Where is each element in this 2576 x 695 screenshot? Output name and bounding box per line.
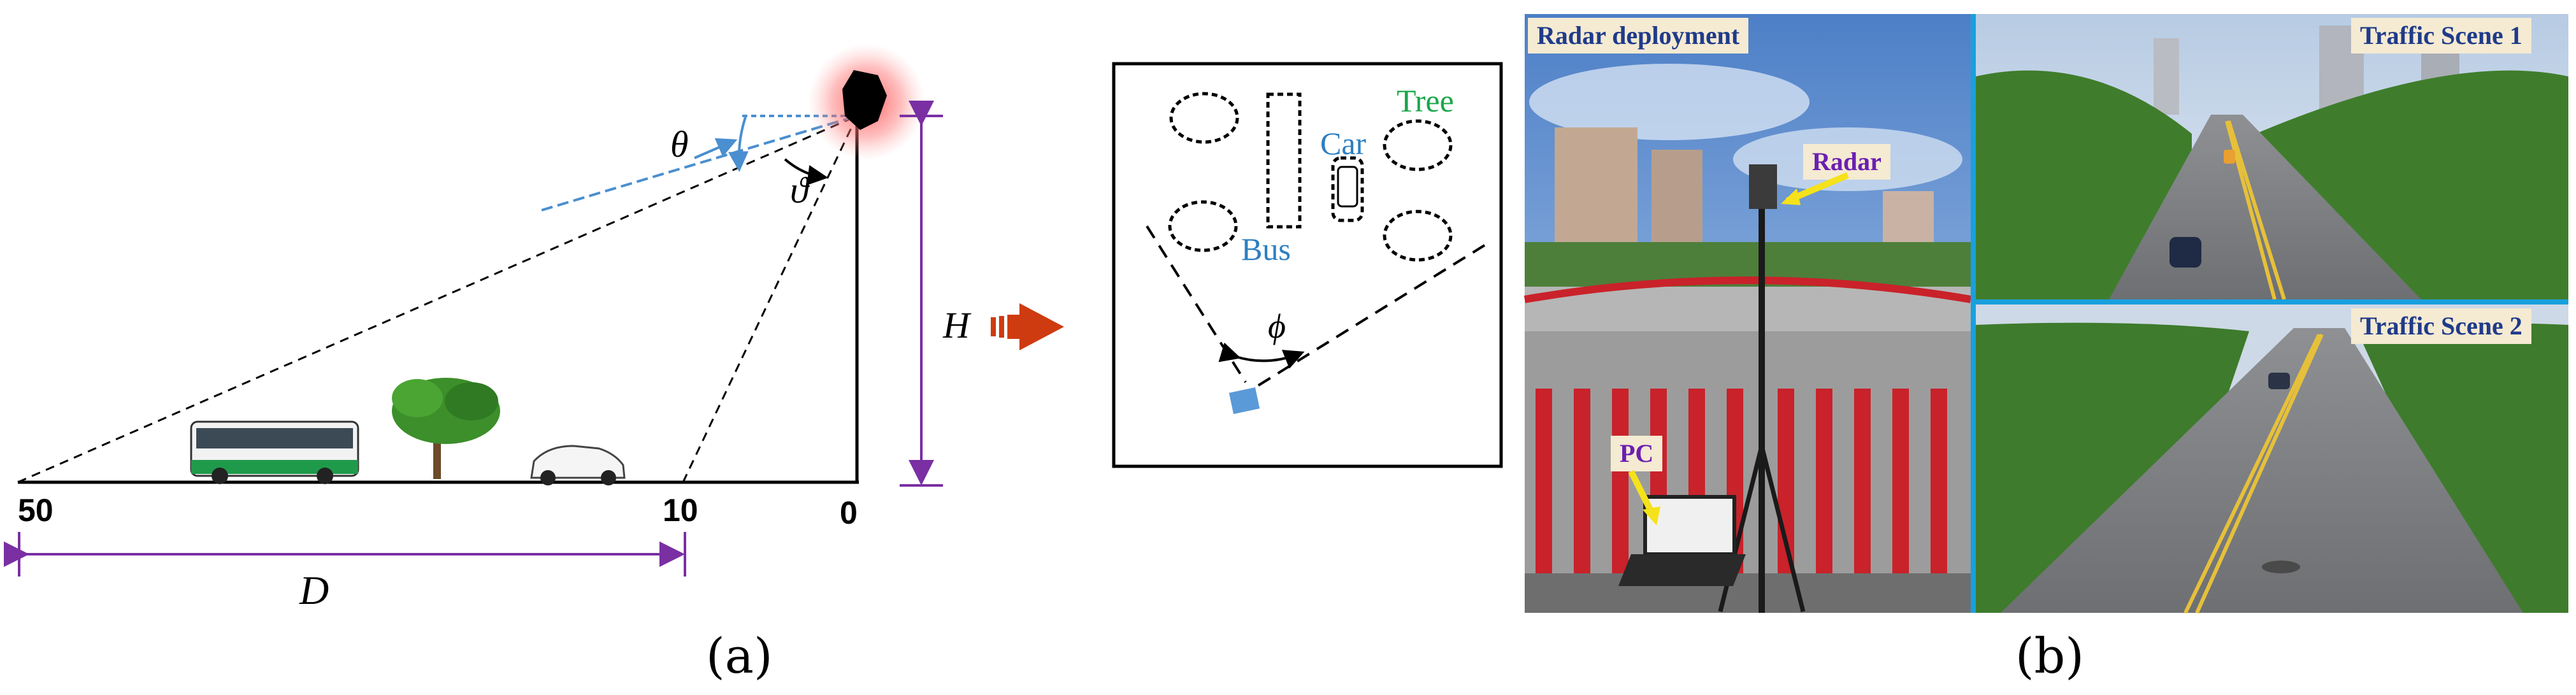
vartheta-label: ϑ xyxy=(790,169,810,211)
bus-icon xyxy=(190,420,359,484)
radar-deployment-photo xyxy=(1523,14,1972,613)
radar-icon xyxy=(842,70,887,130)
traffic-scene-1-photo xyxy=(1976,14,2568,300)
radar-device xyxy=(1749,164,1777,209)
theta-arrow xyxy=(694,138,738,159)
tree-outline xyxy=(1383,119,1453,171)
radar-tag: Radar xyxy=(1803,144,1890,180)
photo-divider-horizontal xyxy=(1976,299,2568,305)
tree-outline xyxy=(1383,210,1453,262)
tree-outline xyxy=(1168,200,1238,252)
panel-b-photos xyxy=(1523,14,2568,614)
inset-shapes xyxy=(1168,92,1453,262)
top-view-inset xyxy=(1112,62,1503,468)
inset-bus-label: Bus xyxy=(1241,231,1291,267)
caption-b: (b) xyxy=(2015,627,2084,684)
vartheta-arc xyxy=(784,158,828,185)
tick-label-50: 50 xyxy=(18,492,54,528)
d-label: D xyxy=(299,568,329,613)
car-outline xyxy=(1331,156,1364,222)
phi-arc xyxy=(1218,342,1305,369)
red-arrow-icon xyxy=(991,303,1064,350)
laptop xyxy=(1643,495,1736,556)
bus-outline xyxy=(1266,92,1302,229)
tree-outline xyxy=(1169,92,1239,144)
inset-phi-label: ϕ xyxy=(1268,307,1286,345)
radar-deployment-tag: Radar deployment xyxy=(1528,18,1749,54)
theta-label: θ xyxy=(670,124,689,165)
h-label: H xyxy=(942,305,972,346)
panel-a-geometry: θ ϑ H D 50 10 0 Tree Car Bus xyxy=(4,43,1503,613)
traffic-scene-2-photo xyxy=(1976,305,2568,614)
fov-left-line xyxy=(1146,225,1247,383)
inset-tree-label: Tree xyxy=(1397,83,1454,118)
traffic-scene-1-tag: Traffic Scene 1 xyxy=(2351,18,2531,54)
car-icon xyxy=(530,445,626,485)
beam-axis-line xyxy=(541,115,858,211)
near-beam-line xyxy=(682,115,858,483)
inset-car-label: Car xyxy=(1320,125,1367,161)
radar-square-icon xyxy=(1228,387,1260,414)
photo-divider-vertical xyxy=(1971,14,1976,613)
tree-icon xyxy=(392,378,500,479)
theta-arc xyxy=(728,117,749,172)
car-inner-outline xyxy=(1337,166,1358,208)
tick-label-10: 10 xyxy=(663,492,698,528)
tick-label-0: 0 xyxy=(840,495,858,531)
caption-a: (a) xyxy=(706,627,773,684)
traffic-scene-2-tag: Traffic Scene 2 xyxy=(2351,308,2531,344)
pc-tag: PC xyxy=(1611,436,1663,471)
